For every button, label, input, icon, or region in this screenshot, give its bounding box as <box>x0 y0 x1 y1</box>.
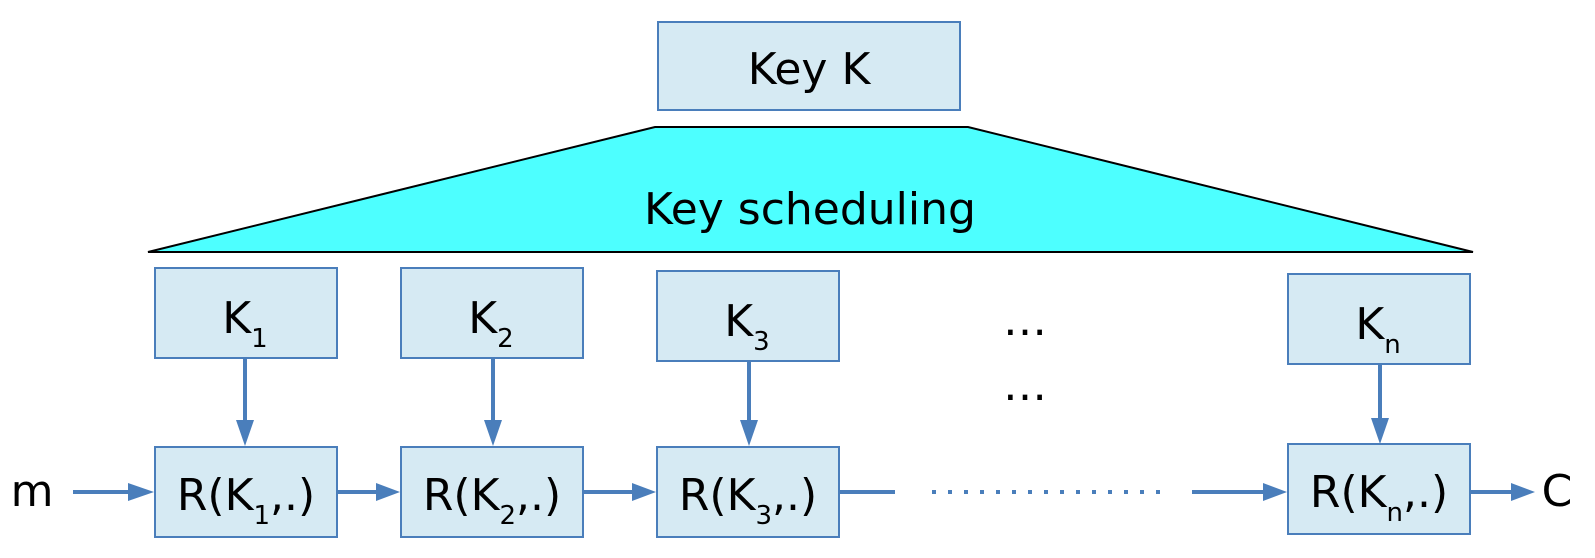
round-subscript: 2 <box>499 501 516 531</box>
round-key-k3: K3 <box>656 270 840 362</box>
round-key-k2: K2 <box>400 267 584 359</box>
round-subscript: n <box>1386 498 1402 528</box>
round-box-3: R(K3,.) <box>656 446 840 538</box>
output-arrow <box>1470 483 1535 501</box>
round-prefix: R(K <box>679 470 757 521</box>
round-key-subscript: n <box>1384 330 1400 360</box>
round-arrow-to-n <box>1192 483 1287 501</box>
round-key-kn: Kn <box>1287 273 1471 365</box>
round-suffix: ,.) <box>516 470 561 521</box>
round-subscript: 3 <box>755 501 772 531</box>
svg-text:K3: K3 <box>724 296 769 357</box>
key-to-round-arrow-1 <box>236 358 254 446</box>
round-key-subscript: 1 <box>251 324 268 354</box>
round-key-base: K <box>1355 299 1385 350</box>
round-key-subscript: 3 <box>753 327 770 357</box>
round-suffix: ,.) <box>270 470 315 521</box>
round-prefix: R(K <box>1310 467 1388 518</box>
round-box-2: R(K2,.) <box>400 446 584 538</box>
key-box-label: Key K <box>748 44 872 95</box>
svg-text:R(Kn,.): R(Kn,.) <box>1310 467 1448 528</box>
ellipsis-top: … <box>1003 295 1047 346</box>
input-label-m: m <box>11 466 54 517</box>
round-box-n: R(Kn,.) <box>1287 443 1471 535</box>
round-prefix: R(K <box>423 470 501 521</box>
input-arrow <box>73 483 154 501</box>
round-key-subscript: 2 <box>497 324 514 354</box>
svg-text:R(K2,.): R(K2,.) <box>423 470 561 531</box>
ellipsis-middle: … <box>1003 360 1047 411</box>
key-scheduling-block: Key scheduling <box>147 126 1474 253</box>
round-prefix: R(K <box>177 470 255 521</box>
round-key-k1: K1 <box>154 267 338 359</box>
svg-text:R(K1,.): R(K1,.) <box>177 470 315 531</box>
round-suffix: ,.) <box>772 470 817 521</box>
round-arrow-2-3 <box>583 483 656 501</box>
round-key-base: K <box>468 293 498 344</box>
round-key-base: K <box>724 296 754 347</box>
key-scheduling-shape <box>147 126 1474 253</box>
svg-text:Kn: Kn <box>1355 299 1400 360</box>
key-to-round-arrow-3 <box>740 361 758 446</box>
key-to-round-arrow-2 <box>484 358 502 446</box>
svg-text:K1: K1 <box>222 293 267 354</box>
svg-text:R(K3,.): R(K3,.) <box>679 470 817 531</box>
round-suffix: ,.) <box>1403 467 1448 518</box>
key-scheduling-label: Key scheduling <box>644 184 976 235</box>
output-label-c: C <box>1542 466 1573 517</box>
svg-text:K2: K2 <box>468 293 513 354</box>
round-arrow-1-2 <box>337 483 400 501</box>
round-subscript: 1 <box>253 501 270 531</box>
key-to-round-arrow-n <box>1371 364 1389 444</box>
round-key-base: K <box>222 293 252 344</box>
round-box-1: R(K1,.) <box>154 446 338 538</box>
key-box: Key K <box>657 21 961 111</box>
